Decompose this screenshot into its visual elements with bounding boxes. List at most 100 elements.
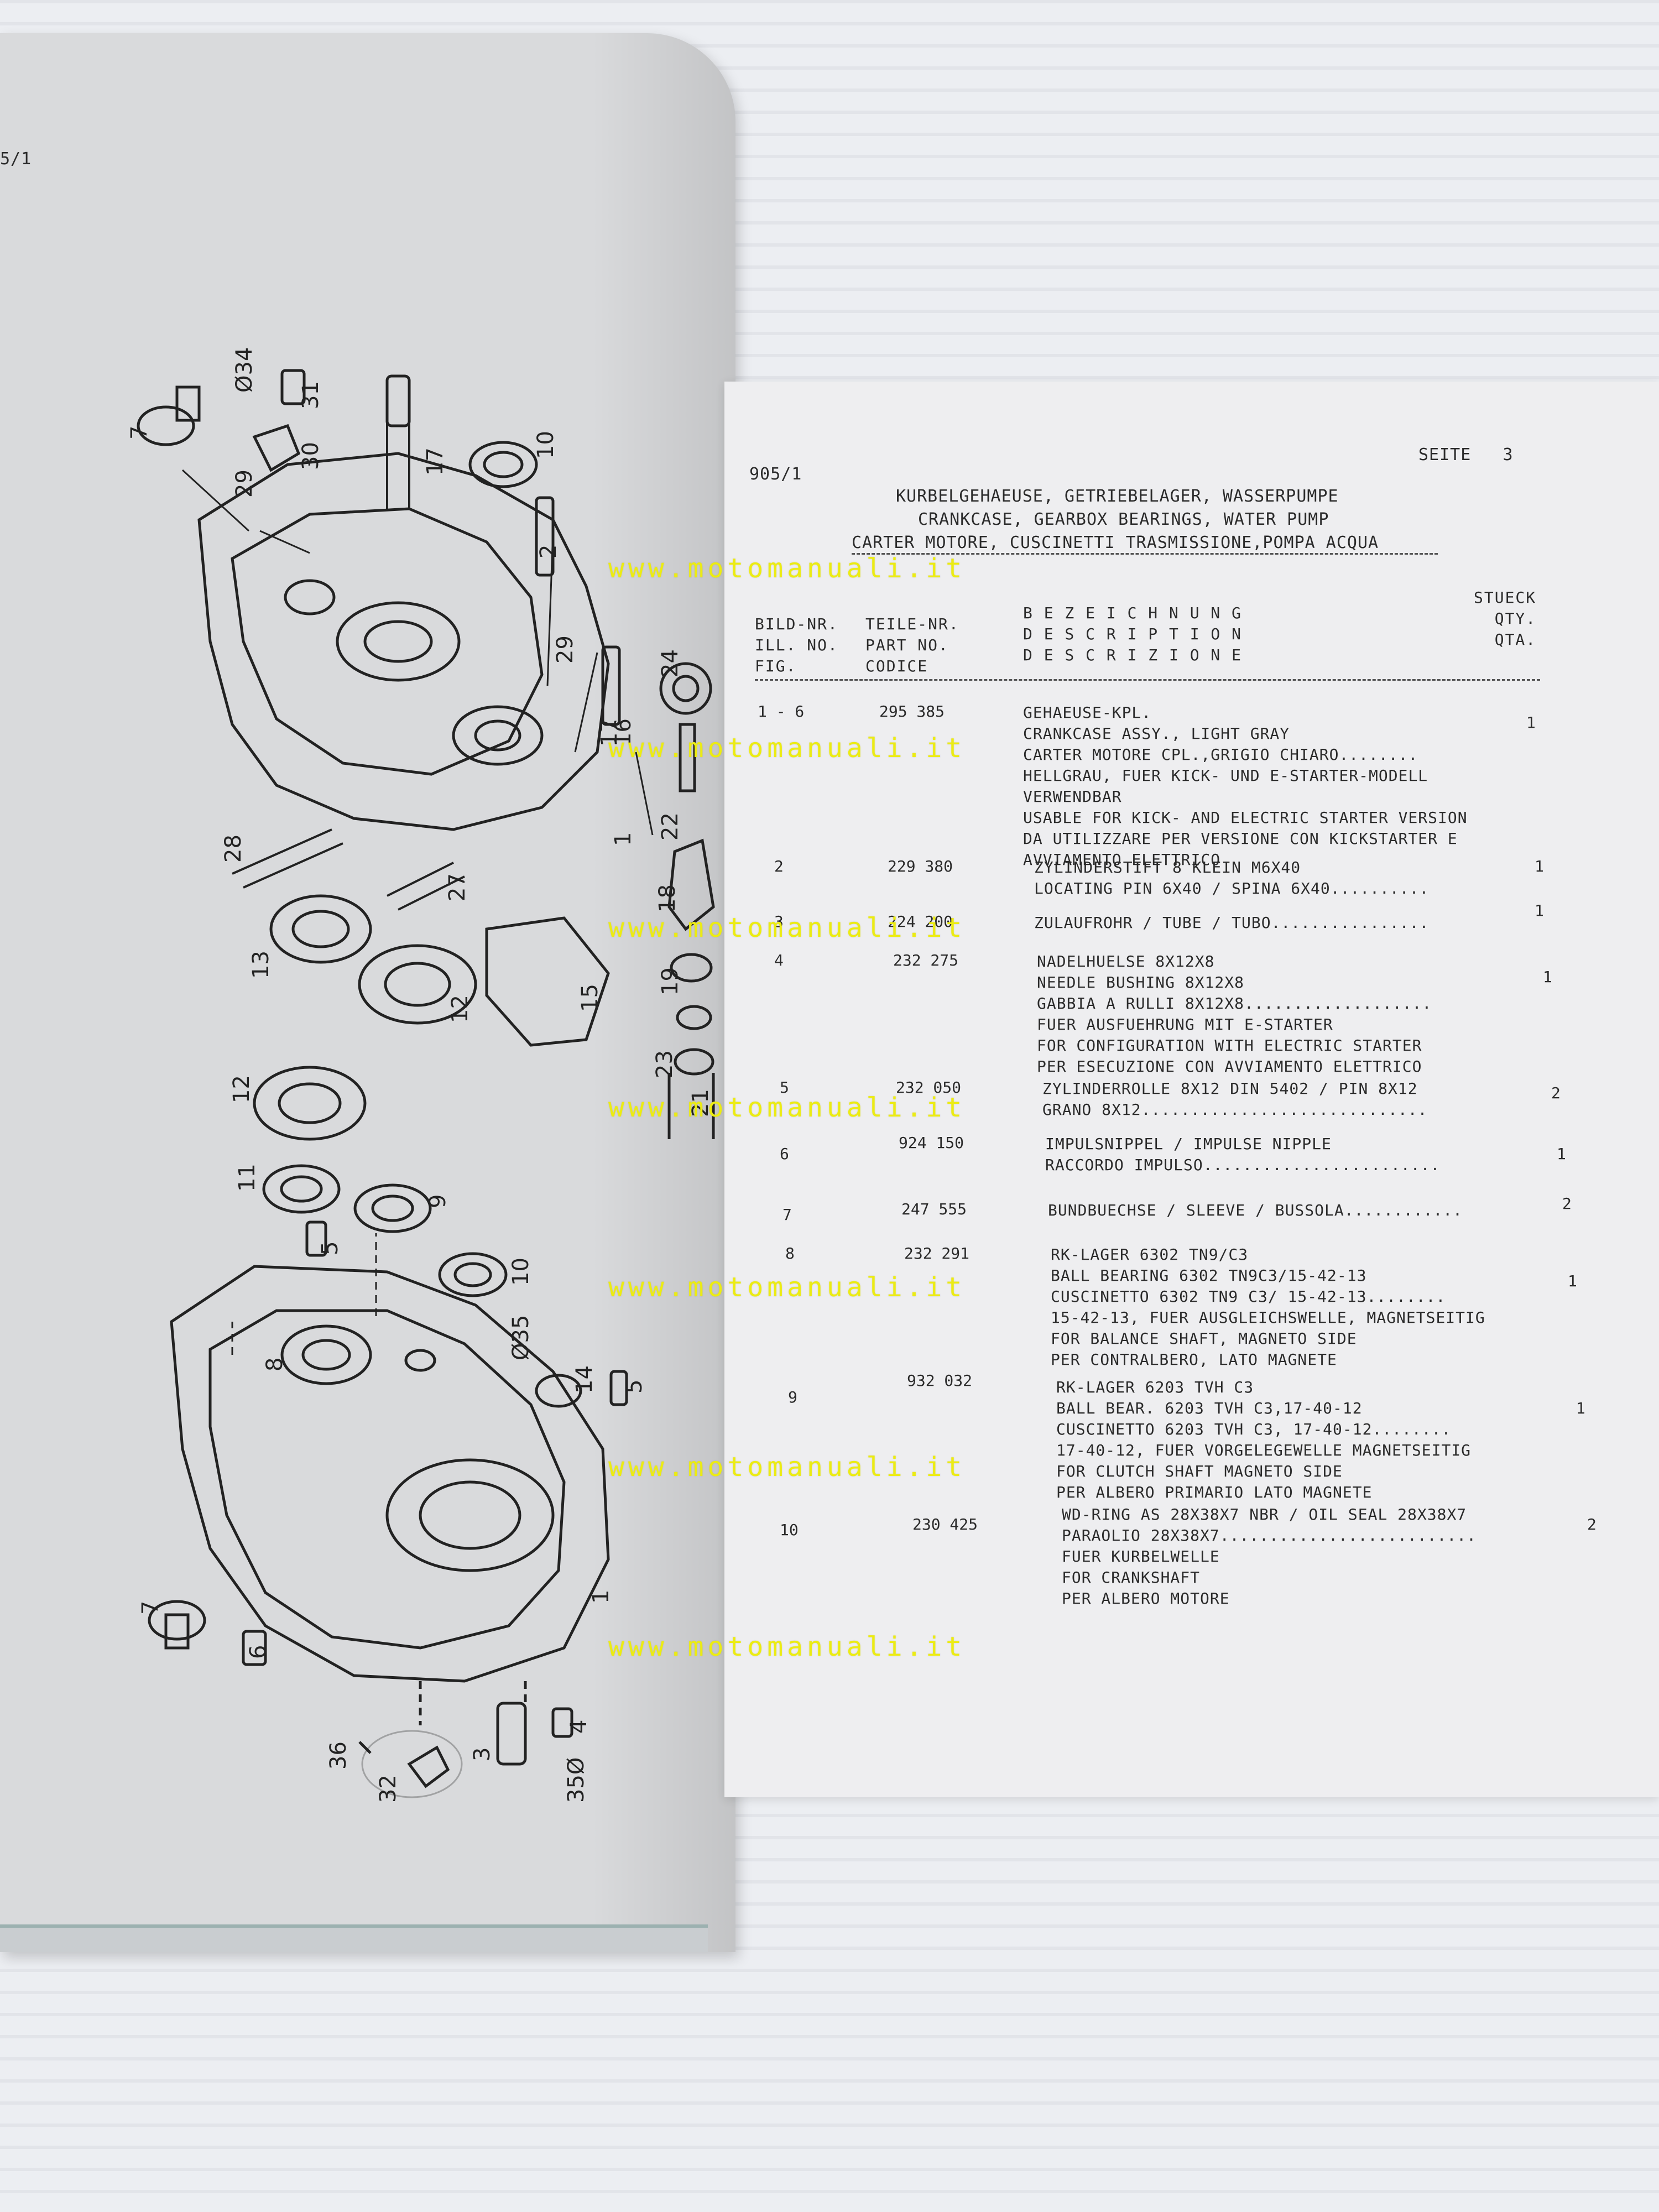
document-number: 905/1: [749, 465, 802, 484]
callout-17b: 17: [597, 718, 622, 747]
callout-28: 28: [221, 834, 246, 863]
lower-crankcase-outline: [170, 1265, 610, 1683]
callout-22: 22: [658, 812, 683, 841]
part-number: 295 385: [879, 702, 945, 721]
fig-number: 10: [780, 1521, 799, 1539]
quantity: 1: [1535, 901, 1544, 920]
description: RK-LAGER 6203 TVH C3 BALL BEAR. 6203 TVH…: [1056, 1378, 1472, 1501]
quantity: 1: [1557, 1145, 1566, 1163]
part-number: 232 050: [896, 1078, 962, 1097]
book-edge: [0, 1924, 708, 1952]
callout-7b: 7: [138, 1601, 163, 1615]
watermark: www.motomanuali.it: [608, 733, 966, 764]
description: IMPULSNIPPEL / IMPULSE NIPPLE RACCORDO I…: [1045, 1135, 1441, 1174]
callout-5a: 5: [317, 1241, 343, 1255]
part-number: 232 291: [904, 1244, 970, 1262]
watermark: www.motomanuali.it: [608, 1631, 966, 1662]
callout-17a: 17: [422, 447, 448, 476]
watermark: www.motomanuali.it: [608, 1272, 966, 1303]
column-header-fig: BILD-NR. ILL. NO. FIG.: [755, 615, 838, 675]
callout-8: 8: [262, 1358, 288, 1371]
description: WD-RING AS 28X38X7 NBR / OIL SEAL 28X38X…: [1062, 1505, 1477, 1608]
callout-24: 24: [658, 649, 683, 677]
callout-21: 21: [688, 1089, 713, 1117]
description: ZYLINDERROLLE 8X12 DIN 5402 / PIN 8X12 G…: [1042, 1079, 1428, 1119]
description: BUNDBUECHSE / SLEEVE / BUSSOLA..........…: [1048, 1201, 1463, 1219]
callout-36: 36: [326, 1741, 351, 1770]
page-curl-shadow: [592, 33, 735, 1952]
page-number: SEITE 3: [1418, 445, 1514, 465]
callout-4: 4: [566, 1720, 592, 1734]
callout-7: 7: [127, 426, 152, 440]
callout-18: 18: [655, 884, 680, 912]
fig-number: 1 - 6: [758, 702, 805, 721]
title-italian: CARTER MOTORE, CUSCINETTI TRASMISSIONE,P…: [852, 533, 1379, 552]
title-english: CRANKCASE, GEARBOX BEARINGS, WATER PUMP: [918, 510, 1329, 529]
quantity: 1: [1543, 968, 1552, 986]
callout-35b: 35Ø: [564, 1757, 589, 1803]
column-header-description: B E Z E I C H N U N G D E S C R I P T I …: [1023, 604, 1243, 664]
right-page-parts-list: 905/1 SEITE 3 KURBELGEHAEUSE, GETRIEBELA…: [724, 382, 1659, 1797]
callout-9: 9: [425, 1194, 451, 1208]
description: RK-LAGER 6302 TN9/C3 BALL BEARING 6302 T…: [1051, 1245, 1485, 1369]
left-page-number: 5/1: [0, 149, 32, 169]
fig-number: 4: [774, 951, 784, 969]
part-number: 232 275: [893, 951, 959, 969]
part-number: 924 150: [899, 1134, 964, 1152]
callout-29: 29: [232, 469, 257, 498]
callout-12b: 12: [229, 1075, 254, 1103]
fig-number: 3: [774, 912, 784, 931]
quantity: 2: [1551, 1084, 1561, 1102]
callout-1b: 1: [588, 1590, 614, 1604]
fig-number: 6: [780, 1145, 789, 1163]
title-german: KURBELGEHAEUSE, GETRIEBELAGER, WASSERPUM…: [896, 487, 1339, 506]
description: GEHAEUSE-KPL. CRANKCASE ASSY., LIGHT GRA…: [1023, 703, 1468, 869]
callout-3: 3: [469, 1747, 495, 1761]
callout-1a: 1: [611, 832, 636, 846]
quantity: 2: [1562, 1194, 1572, 1213]
callout-30: 30: [298, 442, 324, 470]
watermark: www.motomanuali.it: [608, 553, 966, 584]
callout-32: 32: [375, 1775, 401, 1803]
quantity: 1: [1568, 1272, 1577, 1290]
callout-29b: 29: [552, 635, 578, 664]
watermark: www.motomanuali.it: [608, 1092, 966, 1123]
callout-23: 23: [652, 1050, 677, 1078]
fig-number: 7: [782, 1206, 792, 1224]
fig-number: 5: [780, 1078, 789, 1097]
part-number: 932 032: [907, 1371, 973, 1390]
exploded-crankcase-diagram: 7 29 30 31 Ø34 17 10 2 29 17 16 24 22 18…: [127, 347, 715, 1803]
quantity: 1: [1526, 713, 1536, 732]
column-header-part: TEILE-NR. PART NO. CODICE: [865, 615, 959, 675]
callout-35: Ø35: [508, 1315, 534, 1360]
callout-16: 16: [611, 718, 636, 747]
callout-6: 6: [246, 1645, 271, 1659]
watermark: www.motomanuali.it: [608, 1452, 966, 1483]
title-underline: [852, 553, 1438, 555]
callout-13: 13: [248, 951, 274, 979]
watermark: www.motomanuali.it: [608, 912, 966, 943]
callout-27: 27: [445, 873, 470, 901]
fig-number: 9: [788, 1388, 797, 1406]
callout-10a: 10: [533, 431, 559, 459]
callout-12a: 12: [447, 995, 473, 1023]
description: ZULAUFROHR / TUBE / TUBO................: [1034, 914, 1430, 932]
quantity: 1: [1576, 1399, 1585, 1417]
callout-2: 2: [536, 545, 561, 559]
part-number: 247 555: [901, 1200, 967, 1218]
callout-14: 14: [572, 1365, 597, 1394]
fig-number: 8: [785, 1244, 795, 1262]
callout-34: Ø34: [232, 347, 257, 393]
header-underline: [755, 679, 1540, 681]
description: NADELHUELSE 8X12X8 NEEDLE BUSHING 8X12X8…: [1037, 952, 1432, 1076]
callout-15: 15: [577, 984, 603, 1012]
callout-5b: 5: [622, 1380, 647, 1394]
fig-number: 2: [774, 857, 784, 875]
left-page-diagram: 5/1: [0, 33, 735, 1952]
callout-11: 11: [234, 1164, 260, 1192]
callout-19: 19: [658, 967, 683, 995]
column-header-qty: STUECK QTY. QTA.: [1474, 588, 1537, 649]
callout-10b: 10: [508, 1258, 534, 1286]
quantity: 1: [1535, 857, 1544, 875]
upper-crankcase-outline: [197, 452, 610, 831]
